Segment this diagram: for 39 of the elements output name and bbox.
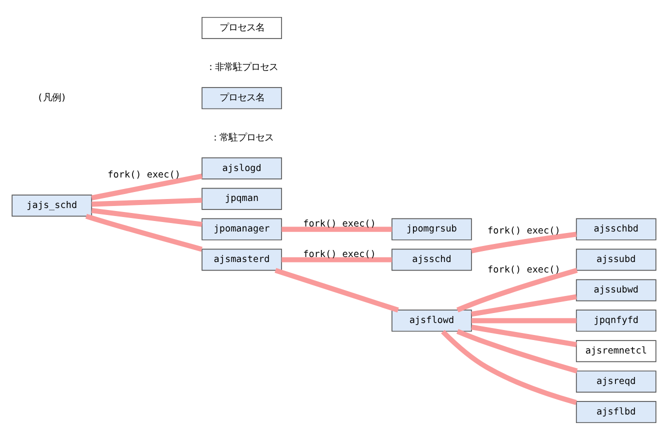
connector	[456, 329, 578, 374]
edge-label: fork() exec()	[108, 170, 180, 181]
node-box: プロセス名	[202, 87, 282, 110]
node-box: ajsschbd	[576, 218, 656, 240]
node-box: ajsflowd	[392, 310, 472, 332]
connector	[471, 324, 577, 348]
node-box: ajsflbd	[576, 401, 656, 424]
edge-label: fork() exec()	[488, 225, 560, 236]
connector	[91, 174, 202, 200]
edge-label: fork() exec()	[303, 249, 376, 260]
edge-label: fork() exec()	[488, 264, 560, 276]
node-box: jpqman	[202, 188, 282, 210]
node-box: jpqnfyfd	[576, 310, 656, 332]
node-box: ajssubwd	[576, 279, 656, 302]
connector	[274, 268, 399, 312]
connector	[91, 208, 202, 227]
node-box: ajsreqd	[576, 370, 656, 393]
node-box: jajs_schd	[12, 194, 92, 217]
label: (凡例)	[37, 92, 66, 104]
connector	[471, 294, 577, 317]
connector	[472, 318, 576, 324]
node-box: ajsremnetcl	[576, 340, 656, 362]
node-label: ：常駐プロセス	[210, 132, 274, 144]
node-label: ：非常駐プロセス	[206, 62, 278, 74]
connector	[471, 232, 577, 254]
connector	[456, 268, 578, 312]
connector	[441, 330, 577, 405]
connector	[85, 214, 202, 252]
node-box: ajsschd	[392, 248, 472, 271]
node-box: ajsmasterd	[202, 248, 282, 271]
connector	[282, 257, 392, 262]
node-box: ajslogd	[202, 157, 282, 180]
edge-label: fork() exec()	[303, 218, 376, 230]
node-box: jpomanager	[202, 218, 282, 240]
node-box: ajssubd	[576, 248, 656, 271]
node-box: jpomgrsub	[392, 218, 472, 240]
connector	[282, 226, 392, 232]
node-box: プロセス名	[202, 16, 282, 39]
connector	[92, 198, 202, 207]
